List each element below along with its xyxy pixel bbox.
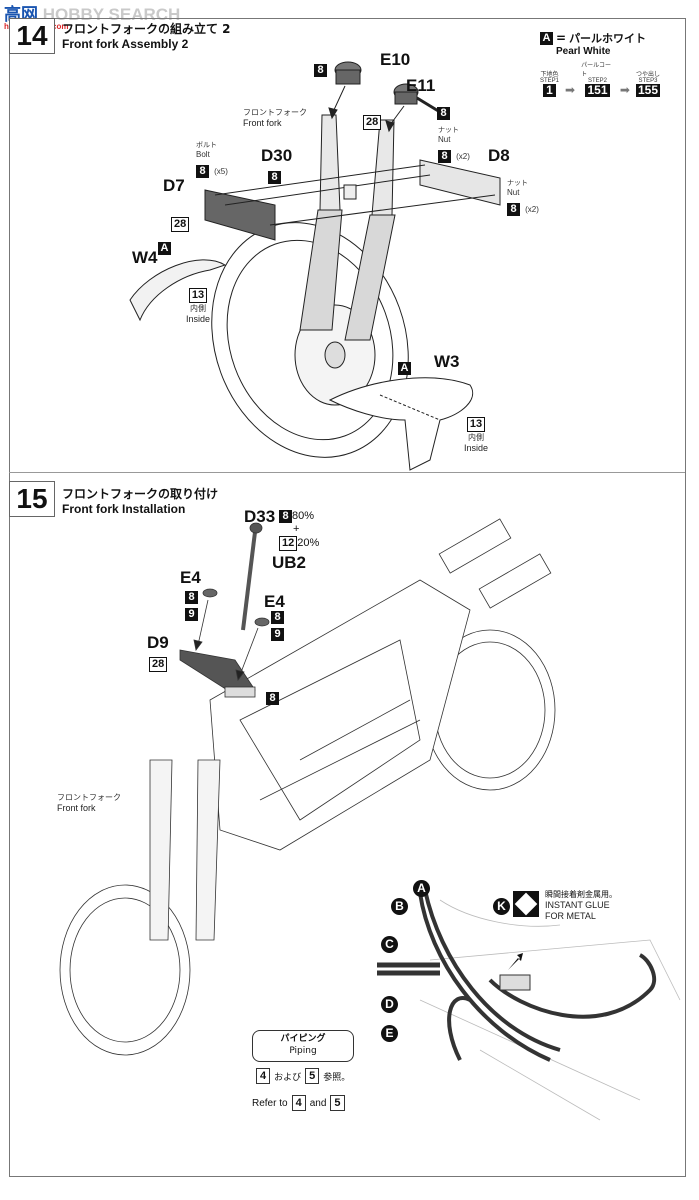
- callout-d8: D8: [488, 146, 510, 165]
- color-legend: A = パールホワイト Pearl White 下地色 STEP1 1 ➡ パー…: [540, 31, 660, 97]
- glue-icon: [513, 891, 539, 917]
- pipe-e: [447, 996, 471, 1061]
- fork-right: [371, 119, 395, 216]
- fork-left: [319, 114, 341, 211]
- pipe-label-e: E: [381, 1022, 398, 1042]
- glue-note: 瞬間接着剤金属用。 INSTANT GLUE FOR METAL: [545, 890, 617, 921]
- callout-w4-inside: 13 内側 Inside: [186, 288, 211, 324]
- callout-bolt: ボルト Bolt 8 (x5): [196, 141, 228, 178]
- callout-w3-color: A: [398, 356, 411, 375]
- piping-ref-en: Refer to 4 and 5: [252, 1095, 345, 1111]
- fork-right-15: [195, 759, 221, 941]
- pipe-label-a: A: [413, 877, 430, 897]
- callout-d9-color: 28: [149, 652, 168, 672]
- watermark-brand: HOBBY SEARCH: [42, 5, 181, 24]
- part-d7: [204, 189, 276, 241]
- callout-w3-inside: 13 内側 Inside: [464, 417, 489, 453]
- step-divider: [9, 472, 685, 473]
- step-14-number: 14: [9, 18, 55, 54]
- part-d33: [249, 522, 263, 534]
- color-name-en: Pearl White: [556, 46, 611, 57]
- callout-nut-1: ナット Nut 8 (x2): [438, 126, 470, 163]
- paint-step-1: 下地色 STEP1 1: [540, 71, 560, 97]
- pipe-a: [423, 889, 561, 1052]
- pipe-label-b: B: [391, 895, 408, 915]
- step-15-title-en: Front fork Installation: [62, 502, 186, 516]
- step-15-title-jp: フロントフォークの取り付け: [62, 487, 219, 501]
- muffler-left: [438, 518, 512, 574]
- callout-e10: E10: [380, 50, 411, 69]
- callout-e10-color: 8: [314, 58, 327, 77]
- callout-e11: E11: [406, 76, 436, 95]
- callout-front-fork-14: フロントフォーク Front fork: [243, 108, 307, 128]
- callout-e10-color2: 28: [363, 110, 382, 130]
- callout-w3: W3: [434, 352, 460, 371]
- callout-d30: D30: [261, 146, 293, 165]
- callout-e4-left: E4: [180, 568, 201, 587]
- fork-left-15: [149, 759, 173, 941]
- callout-d30-color: 8: [268, 165, 281, 184]
- color-name-jp: パールホワイト: [569, 32, 647, 45]
- paint-step-2: パールコート STEP2 151: [581, 62, 611, 97]
- pipe-label-d: D: [381, 993, 398, 1013]
- front-wheel-15: [59, 884, 191, 1056]
- bike-frame: [209, 579, 471, 851]
- callout-e11-color: 8: [437, 101, 450, 120]
- step-14-title: フロントフォークの組み立て 2 Front fork Assembly 2: [62, 20, 231, 51]
- part-e4-right: [254, 617, 270, 627]
- paint-step-3: つや出し STEP3 155: [635, 71, 660, 97]
- part-w4: [129, 259, 227, 322]
- piping-note-box: パイピング Piping: [252, 1030, 354, 1062]
- step-14-title-jp: フロントフォークの組み立て 2: [62, 22, 231, 36]
- callout-e4-right-colors: 8 9: [271, 607, 284, 641]
- callout-d33: D33: [244, 507, 276, 526]
- callout-d9: D9: [147, 633, 169, 652]
- part-w3: [328, 377, 473, 471]
- part-e4-left: [202, 588, 218, 598]
- callout-front-fork-15: フロントフォーク Front fork: [57, 793, 121, 813]
- part-d8: [419, 159, 501, 206]
- callout-ub2: UB2: [272, 553, 307, 572]
- page-frame: [9, 18, 686, 1177]
- glue-point-k: K: [493, 895, 510, 915]
- callout-e4-right: E4: [264, 592, 285, 611]
- pipe-b: [418, 892, 551, 1062]
- glue-arrow-icon: [508, 953, 523, 970]
- pipe-label-c: C: [381, 933, 398, 953]
- callout-bolt-15-color: 8: [266, 686, 279, 705]
- step-15-title: フロントフォークの取り付け Front fork Installation: [62, 485, 218, 516]
- arrow-right-icon: ➡: [619, 83, 630, 97]
- step-15-number: 15: [9, 481, 55, 517]
- color-code: A: [540, 31, 553, 45]
- arrow-right-icon: ➡: [565, 83, 576, 97]
- callout-d7: D7: [163, 176, 185, 195]
- callout-e4-left-colors: 8 9: [185, 587, 198, 621]
- step-14-title-en: Front fork Assembly 2: [62, 37, 189, 51]
- part-d30: [343, 184, 357, 200]
- callout-nut-2: ナット Nut 8 (x2): [507, 179, 539, 216]
- callout-w4: W4: [132, 248, 158, 267]
- part-ub2: [241, 531, 257, 631]
- callout-d7-color: 28: [171, 212, 190, 232]
- piping-ref-jp: 4 および 5 参照。: [256, 1068, 350, 1084]
- callout-w4-color: A: [158, 236, 171, 255]
- piping-detail: [375, 880, 685, 1155]
- muffler-right: [478, 553, 552, 609]
